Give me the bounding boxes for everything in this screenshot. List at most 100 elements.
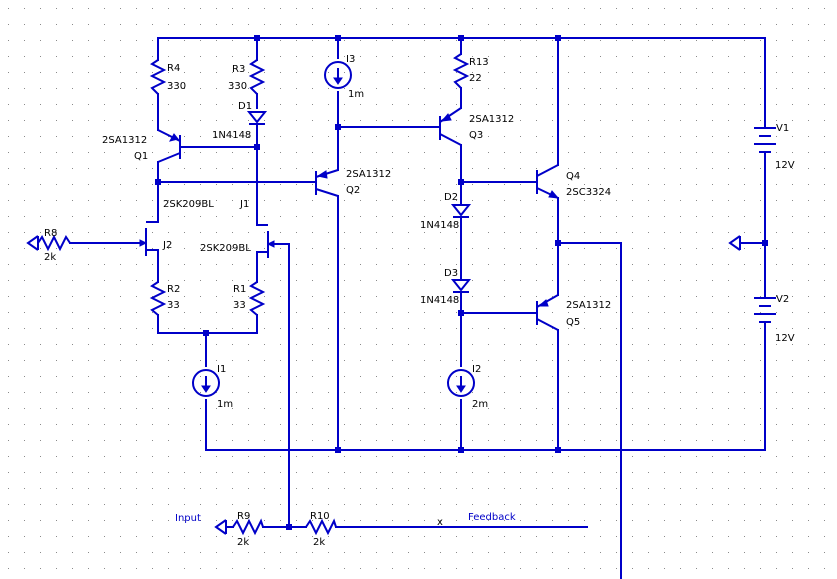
grid-dot bbox=[328, 8, 329, 9]
grid-dot bbox=[680, 456, 681, 457]
grid-dot bbox=[328, 568, 329, 569]
grid-dot bbox=[680, 392, 681, 393]
grid-dot bbox=[728, 40, 729, 41]
grid-dot bbox=[536, 408, 537, 409]
grid-dot bbox=[584, 72, 585, 73]
grid-dot bbox=[312, 264, 313, 265]
junction bbox=[335, 124, 341, 130]
grid-dot bbox=[184, 520, 185, 521]
wire-tail[interactable] bbox=[157, 332, 258, 451]
resistor-r4[interactable] bbox=[149, 59, 167, 95]
label-d2-name: D2 bbox=[444, 192, 458, 203]
net-label-feedback[interactable]: Feedback bbox=[468, 512, 516, 523]
grid-dot bbox=[24, 360, 25, 361]
grid-dot bbox=[72, 552, 73, 553]
label-q4-model: 2SC3324 bbox=[566, 187, 611, 198]
grid-dot bbox=[632, 88, 633, 89]
grid-dot bbox=[632, 344, 633, 345]
resistor-r3[interactable] bbox=[248, 59, 266, 95]
grid-dot bbox=[104, 552, 105, 553]
wire-output[interactable] bbox=[557, 242, 622, 579]
grid-dot bbox=[488, 296, 489, 297]
grid-dot bbox=[696, 328, 697, 329]
grid-dot bbox=[712, 568, 713, 569]
grid-dot bbox=[344, 120, 345, 121]
grid-dot bbox=[248, 344, 249, 345]
current-source-i1[interactable] bbox=[192, 369, 220, 397]
grid-dot bbox=[24, 104, 25, 105]
grid-dot bbox=[680, 152, 681, 153]
grid-dot bbox=[216, 24, 217, 25]
grid-dot bbox=[152, 216, 153, 217]
grid-dot bbox=[712, 8, 713, 9]
diode-d1[interactable] bbox=[246, 111, 268, 125]
grid-dot bbox=[824, 312, 825, 313]
wire-q1-collector[interactable] bbox=[157, 161, 317, 183]
transistor-q1[interactable] bbox=[157, 129, 181, 163]
grid-dot bbox=[264, 232, 265, 233]
grid-dot bbox=[584, 312, 585, 313]
grid-dot bbox=[120, 536, 121, 537]
current-source-i2[interactable] bbox=[447, 369, 475, 397]
diode-d2[interactable] bbox=[450, 204, 472, 218]
grid-dot bbox=[216, 472, 217, 473]
grid-dot bbox=[376, 296, 377, 297]
grid-dot bbox=[472, 8, 473, 9]
grid-dot bbox=[776, 72, 777, 73]
transistor-q3[interactable] bbox=[439, 107, 462, 146]
grid-dot bbox=[8, 392, 9, 393]
grid-dot bbox=[504, 56, 505, 57]
grid-dot bbox=[344, 552, 345, 553]
grid-dot bbox=[8, 376, 9, 377]
grid-dot bbox=[696, 536, 697, 537]
resistor-r13[interactable] bbox=[452, 53, 470, 89]
grid-dot bbox=[792, 488, 793, 489]
transistor-q2[interactable] bbox=[315, 169, 339, 197]
transistor-q4[interactable] bbox=[536, 164, 560, 199]
resistor-r10[interactable] bbox=[305, 518, 337, 536]
grid-dot bbox=[520, 408, 521, 409]
net-label-input[interactable]: Input bbox=[175, 513, 201, 524]
grid-dot bbox=[184, 552, 185, 553]
voltage-source-v1[interactable] bbox=[754, 127, 776, 155]
grid-dot bbox=[696, 360, 697, 361]
grid-dot bbox=[72, 88, 73, 89]
resistor-r9[interactable] bbox=[232, 518, 264, 536]
grid-dot bbox=[72, 536, 73, 537]
grid-dot bbox=[344, 424, 345, 425]
resistor-r8[interactable] bbox=[37, 234, 71, 252]
grid-dot bbox=[408, 424, 409, 425]
diode-d3[interactable] bbox=[450, 279, 472, 293]
label-i1-name: I1 bbox=[217, 364, 226, 375]
grid-dot bbox=[360, 504, 361, 505]
grid-dot bbox=[8, 440, 9, 441]
wire-j1-gate[interactable] bbox=[272, 243, 290, 528]
grid-dot bbox=[264, 568, 265, 569]
grid-dot bbox=[664, 264, 665, 265]
grid-dot bbox=[552, 248, 553, 249]
grid-dot bbox=[504, 376, 505, 377]
grid-dot bbox=[120, 296, 121, 297]
grid-dot bbox=[248, 88, 249, 89]
grid-dot bbox=[312, 440, 313, 441]
grid-dot bbox=[472, 168, 473, 169]
grid-dot bbox=[360, 200, 361, 201]
grid-dot bbox=[8, 408, 9, 409]
grid-dot bbox=[168, 552, 169, 553]
grid-dot bbox=[72, 312, 73, 313]
transistor-q5[interactable] bbox=[536, 294, 559, 331]
grid-dot bbox=[328, 552, 329, 553]
jfet-j2[interactable] bbox=[139, 221, 158, 256]
resistor-r2[interactable] bbox=[149, 281, 167, 316]
grid-dot bbox=[488, 136, 489, 137]
resistor-r1[interactable] bbox=[248, 281, 266, 316]
jfet-j1[interactable] bbox=[257, 224, 275, 258]
grid-dot bbox=[312, 536, 313, 537]
grid-dot bbox=[744, 360, 745, 361]
grid-dot bbox=[152, 488, 153, 489]
current-source-i3[interactable] bbox=[324, 61, 352, 89]
grid-dot bbox=[536, 424, 537, 425]
voltage-source-v2[interactable] bbox=[754, 297, 776, 325]
grid-dot bbox=[808, 296, 809, 297]
